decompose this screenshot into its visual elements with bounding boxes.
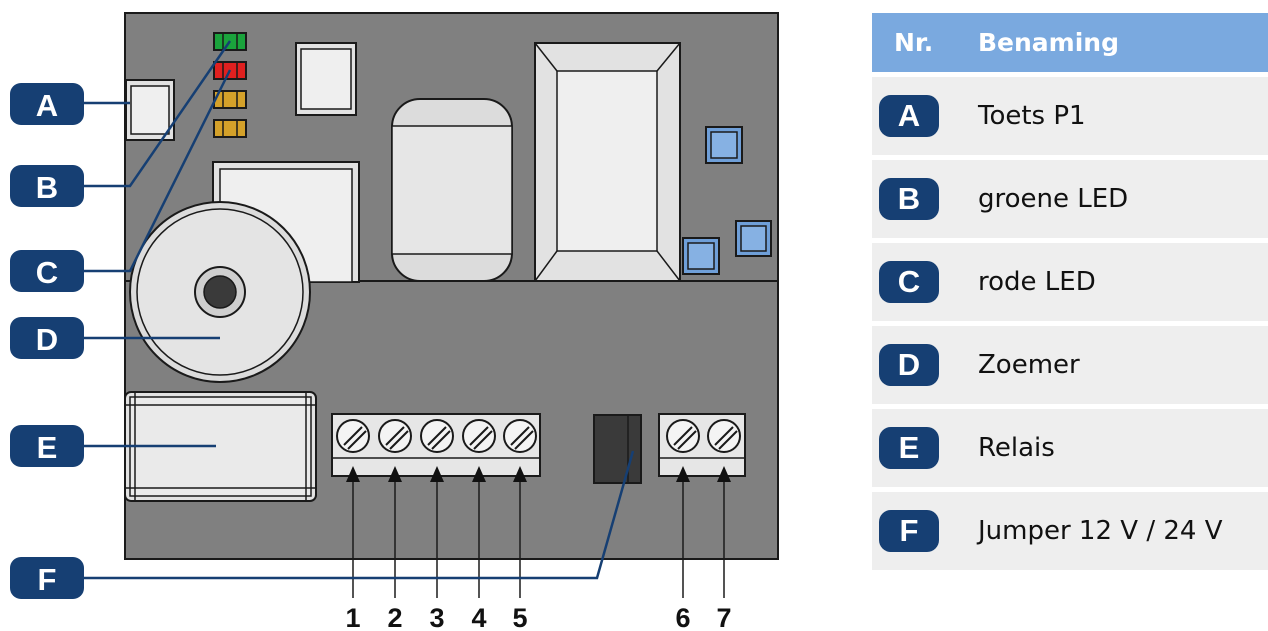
terminal-number-7: 7 [716, 603, 731, 631]
svg-text:A: A [36, 88, 58, 123]
jumper [593, 414, 642, 484]
terminal-number-5: 5 [512, 603, 527, 631]
legend-row-d: D Zoemer [872, 326, 1268, 404]
leader-lines [84, 40, 635, 580]
svg-text:C: C [36, 255, 58, 290]
leader-line-f [84, 450, 635, 580]
legend-row-c: C rode LED [872, 243, 1268, 321]
callout-b: B [10, 165, 84, 207]
terminal-number-4: 4 [471, 603, 486, 631]
terminal-arrow-7 [717, 466, 731, 598]
terminal-number-2: 2 [387, 603, 402, 631]
legend-row-e: E Relais [872, 409, 1268, 487]
terminal-block-6-7 [658, 413, 746, 477]
legend-label: groene LED [978, 184, 1129, 214]
terminal-screw-5 [503, 419, 537, 453]
legend-badge: B [879, 178, 939, 220]
legend-label: Jumper 12 V / 24 V [978, 516, 1223, 546]
terminal-block-1-5 [331, 413, 541, 477]
led-amber-2 [213, 119, 247, 138]
buzzer [129, 201, 311, 383]
terminal-arrow-6 [676, 466, 690, 598]
terminal-number-6: 6 [675, 603, 690, 631]
svg-text:F: F [38, 562, 57, 597]
legend-badge: E [879, 427, 939, 469]
svg-text:E: E [37, 430, 58, 465]
svg-text:D: D [36, 322, 58, 357]
legend-badge: D [879, 344, 939, 386]
terminal-number-1: 1 [345, 603, 360, 631]
terminal-screw-4 [462, 419, 496, 453]
legend-header-name: Benaming [978, 28, 1119, 57]
legend-badge: C [879, 261, 939, 303]
legend-label: Toets P1 [978, 101, 1086, 131]
svg-text:B: B [36, 170, 58, 205]
callout-d: D [10, 317, 84, 359]
blue-button-3 [682, 237, 720, 275]
blue-button-2 [735, 220, 772, 257]
leader-line-b [84, 40, 232, 188]
callout-c: C [10, 250, 84, 292]
terminal-number-3: 3 [429, 603, 444, 631]
callout-a: A [10, 83, 84, 125]
legend-badge: F [879, 510, 939, 552]
small-component [295, 42, 357, 116]
blue-button-1 [705, 126, 743, 164]
legend-badge: A [879, 95, 939, 137]
legend-label: Zoemer [978, 350, 1080, 380]
callout-e: E [10, 425, 84, 467]
legend-row-b: B groene LED [872, 160, 1268, 238]
terminal-screw-1 [336, 419, 370, 453]
capacitor [391, 98, 513, 282]
terminal-screw-7 [707, 419, 741, 453]
legend-header-nr: Nr. [894, 28, 934, 57]
legend-row-f: F Jumper 12 V / 24 V [872, 492, 1268, 570]
terminal-screw-2 [378, 419, 412, 453]
leader-line-c [84, 69, 232, 273]
legend-row-a: A Toets P1 [872, 77, 1268, 155]
legend-table: Nr. Benaming A Toets P1 B groene LED C r… [872, 13, 1268, 570]
legend-label: rode LED [978, 267, 1096, 297]
transformer [534, 42, 681, 282]
button-p1 [125, 79, 175, 141]
legend-label: Relais [978, 433, 1055, 463]
terminal-screw-3 [420, 419, 454, 453]
legend-header: Nr. Benaming [872, 13, 1268, 72]
terminal-screw-6 [666, 419, 700, 453]
callout-f: F [10, 557, 84, 599]
